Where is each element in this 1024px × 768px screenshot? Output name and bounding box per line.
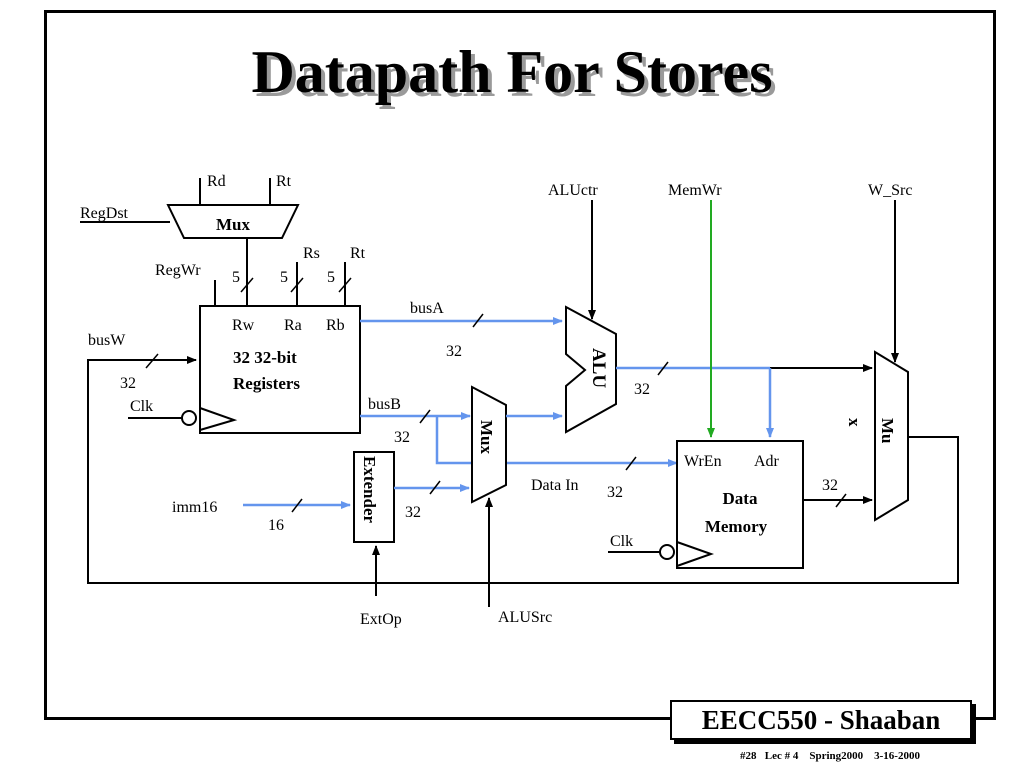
ra-label: Ra (284, 317, 302, 334)
alu-out-width-slash (657, 361, 669, 376)
memwr-label: MemWr (668, 182, 722, 199)
extender-label: Extender (360, 456, 379, 524)
busw-width-slash (145, 353, 159, 369)
regdst-label: RegDst (80, 205, 129, 222)
busa-width: 32 (446, 343, 462, 360)
busw-label: busW (88, 332, 126, 349)
data-memory: WrEn Adr Data Memory (676, 440, 804, 569)
registers-line2: Registers (233, 374, 300, 393)
imm16-width-slash (291, 498, 303, 513)
extender-width-slash (429, 480, 441, 495)
rs-label: Rs (303, 245, 320, 262)
busb-width-slash (419, 409, 431, 424)
memory-clock-triangle (676, 541, 715, 567)
data-in-width-slash (625, 456, 637, 471)
data-in-label: Data In (531, 477, 579, 494)
regwr-label: RegWr (155, 262, 201, 279)
slide-frame (44, 10, 996, 720)
imm16-label: imm16 (172, 499, 217, 516)
extender: Extender (353, 451, 395, 543)
rb-label: Rb (326, 317, 345, 334)
slide-title: Datapath For Stores (251, 39, 773, 105)
extop-label: ExtOp (360, 611, 402, 628)
alusrc-mux-label: Mux (477, 420, 496, 455)
rw-label: Rw (232, 317, 255, 334)
alu-label: ALU (588, 348, 609, 388)
rt-label: Rt (350, 245, 366, 262)
memory-line1: Data (723, 489, 758, 508)
alu-out-width: 32 (634, 381, 650, 398)
mem-out-width-slash (835, 493, 847, 508)
w-src-label: W_Src (868, 182, 912, 199)
regdst-mux: Mux (166, 204, 300, 239)
footer-label: EECC550 - Shaaban (701, 704, 941, 735)
width-slash-rs (290, 277, 304, 293)
rd-label: Rd (207, 173, 226, 190)
rt-label-top: Rt (276, 173, 292, 190)
extender-width: 32 (405, 504, 421, 521)
data-in-wire (435, 416, 678, 467)
alusrc-mux: Mux (471, 385, 507, 504)
reg-clk-label: Clk (130, 398, 153, 415)
register-file: Rw Ra Rb 32 32-bit Registers (199, 305, 361, 434)
busa-label: busA (410, 300, 444, 317)
writeback-mux: Mu x (845, 350, 909, 522)
aluctr-label: ALUctr (548, 182, 598, 199)
adr-label: Adr (754, 453, 780, 470)
wren-label: WrEn (684, 453, 722, 470)
busb-width: 32 (394, 429, 410, 446)
width-slash-rw (240, 277, 254, 293)
alu: ALU (565, 305, 617, 434)
writeback-mux-label-b: x (845, 418, 864, 427)
footer-box: EECC550 - Shaaban (670, 700, 972, 740)
data-in-width: 32 (607, 484, 623, 501)
title-container: Datapath For Stores (0, 38, 1024, 107)
memory-line2: Memory (705, 517, 768, 536)
writeback-mux-label-a: Mu (878, 418, 897, 444)
width-rt: 5 (327, 269, 335, 286)
width-slash-rt (338, 277, 352, 293)
width-rw: 5 (232, 269, 240, 286)
width-rs: 5 (280, 269, 288, 286)
imm16-width: 16 (268, 517, 284, 534)
busa-width-slash (472, 313, 484, 328)
busw-width: 32 (120, 375, 136, 392)
registers-line1: 32 32-bit (233, 348, 297, 367)
mem-clk-bubble (659, 544, 675, 560)
register-clock-triangle (199, 407, 238, 431)
mem-clk-label: Clk (610, 533, 633, 550)
busb-label: busB (368, 396, 401, 413)
regdst-mux-label: Mux (216, 215, 251, 234)
alusrc-label: ALUSrc (498, 609, 552, 626)
footer-slide-info: #28 Lec # 4 Spring2000 3-16-2000 (740, 750, 920, 762)
reg-clk-bubble (181, 410, 197, 426)
mem-out-width: 32 (822, 477, 838, 494)
